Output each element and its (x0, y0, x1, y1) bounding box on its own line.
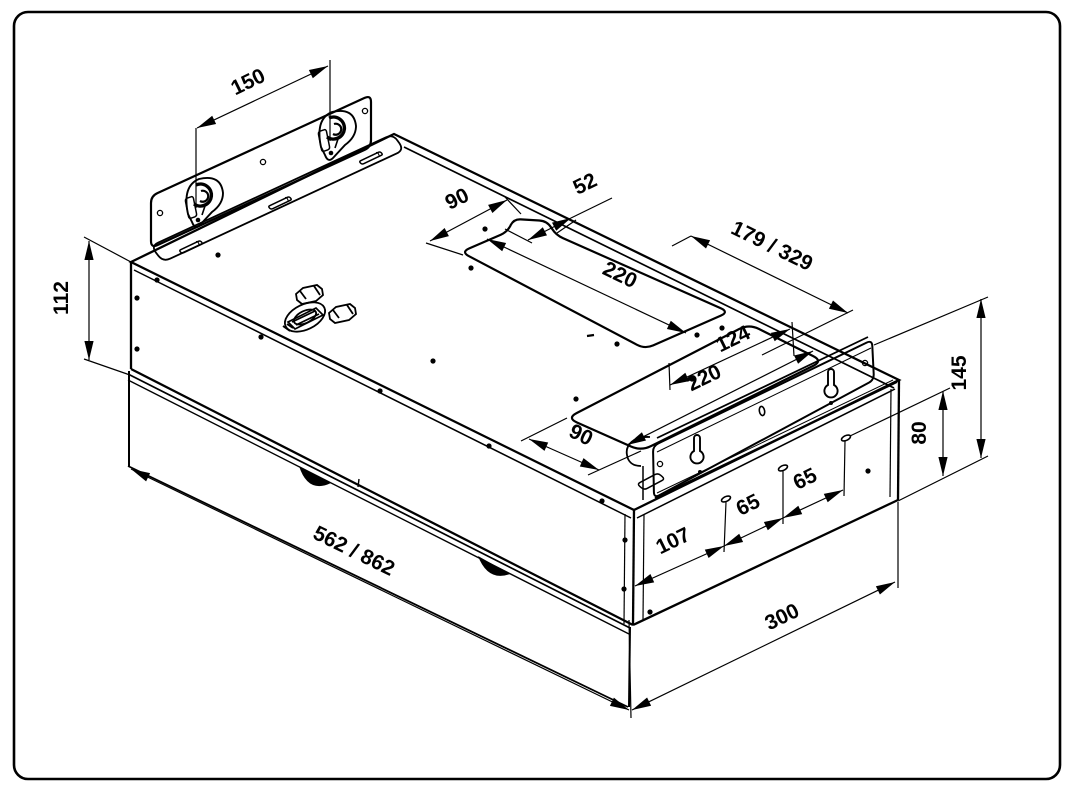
svg-text:52: 52 (570, 169, 601, 200)
svg-text:65: 65 (790, 464, 821, 495)
svg-text:562 / 862: 562 / 862 (309, 522, 398, 581)
svg-text:112: 112 (50, 281, 73, 315)
svg-text:179 / 329: 179 / 329 (727, 217, 816, 276)
svg-text:220: 220 (683, 360, 725, 396)
svg-text:145: 145 (948, 355, 971, 390)
svg-text:80: 80 (908, 421, 931, 444)
svg-text:220: 220 (599, 257, 641, 293)
svg-text:90: 90 (565, 420, 596, 451)
svg-text:90: 90 (442, 184, 473, 215)
svg-text:150: 150 (227, 64, 269, 100)
svg-text:107: 107 (652, 523, 694, 559)
svg-text:65: 65 (733, 490, 764, 521)
